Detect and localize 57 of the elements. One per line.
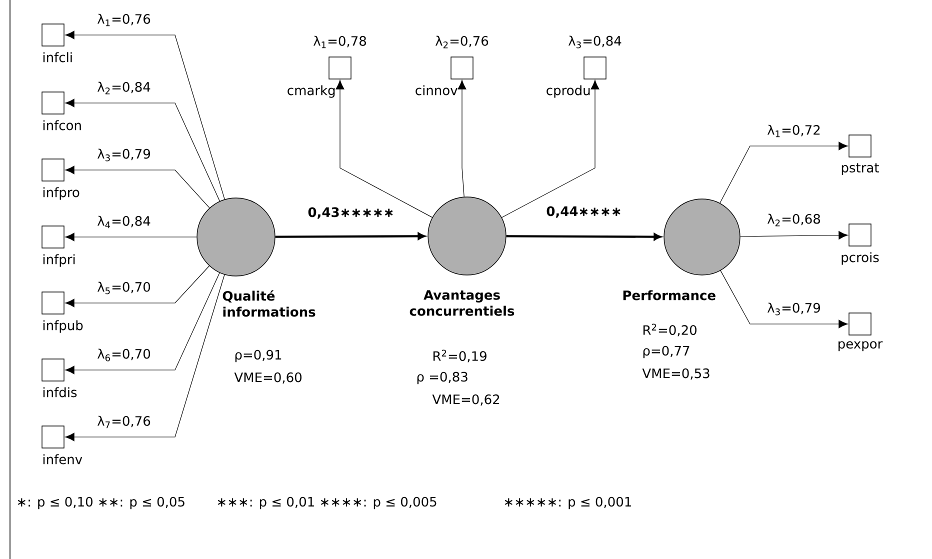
construct-name: Performance — [623, 290, 716, 300]
fit-statistic: R$^{2}$=0,20 — [643, 324, 696, 336]
edge-label: λ$_{3}$=0,79 — [766, 302, 822, 316]
construct-name: Avantages concurrentiels — [410, 290, 514, 316]
edge-label: λ$_{3}$=0,84 — [567, 34, 623, 50]
fit-statistic: VME=0,53 — [642, 368, 710, 380]
edge-label: λ$_{4}$=0,84 — [96, 214, 152, 230]
arrow — [740, 231, 848, 240]
significance-note: ∗∗∗∗∗: p ≤ 0,001 — [504, 496, 631, 510]
edge-label: λ$_{5}$=0,70 — [96, 280, 152, 296]
indicator-name: cprodu — [546, 85, 590, 98]
arrow — [65, 274, 225, 442]
arrow — [458, 80, 466, 198]
fit-statistic: VME=0,62 — [432, 394, 500, 406]
arrow — [501, 80, 600, 218]
edge-label: λ$_{3}$=0,79 — [96, 148, 152, 162]
edge-label: λ$_{1}$=0,76 — [96, 12, 152, 28]
indicator-name: infpri — [43, 254, 75, 267]
arrow — [720, 142, 848, 204]
indicator-name: cinnov — [416, 85, 458, 96]
indicator-name: infcon — [43, 120, 81, 130]
arrow — [65, 266, 210, 308]
edge-label: λ$_{6}$=0,70 — [96, 348, 152, 362]
fit-statistic: R$^{2}$=0,19 — [433, 350, 486, 362]
significance-note: ∗∗∗: p ≤ 0,01 ∗∗∗∗: p ≤ 0,005 — [218, 496, 436, 510]
arrow — [65, 166, 210, 208]
construct-name: Qualité informations — [222, 290, 316, 317]
indicator-name: pcrois — [842, 252, 879, 265]
indicator-name: infcli — [43, 52, 72, 62]
fit-statistic: ρ=0,77 — [643, 346, 690, 358]
significance-note: ∗: p ≤ 0,10 ∗∗: p ≤ 0,05 — [18, 496, 184, 510]
edge-label: λ$_{7}$=0,76 — [96, 414, 152, 430]
indicator-name: infpro — [43, 187, 80, 200]
edge-label: λ$_{2}$=0,76 — [434, 34, 490, 50]
edge-label: λ$_{2}$=0,84 — [96, 80, 152, 96]
arrow — [720, 270, 848, 328]
edge-label: 0,43∗∗∗∗∗ — [306, 206, 396, 220]
indicator-name: cmarkg — [288, 85, 335, 98]
fit-statistic: VME=0,60 — [234, 372, 302, 384]
arrow — [275, 232, 426, 240]
indicator-name: pstrat — [842, 163, 879, 176]
arrow — [506, 233, 662, 240]
arrow — [336, 80, 433, 218]
arrow — [65, 98, 220, 202]
fit-statistic: ρ =0,83 — [417, 372, 468, 384]
arrow — [65, 232, 197, 242]
indicator-name: pexpor — [838, 341, 883, 352]
fit-statistic: ρ=0,91 — [235, 350, 282, 362]
arrow — [65, 272, 220, 374]
arrow — [65, 30, 225, 200]
indicator-name: infpub — [43, 320, 83, 333]
edge-label: λ$_{2}$=0,68 — [766, 212, 822, 228]
indicator-name: infenv — [43, 454, 82, 464]
edge-label: 0,44∗∗∗∗ — [545, 205, 623, 219]
edge-label: λ$_{1}$=0,78 — [312, 34, 368, 50]
indicator-name: infdis — [43, 387, 77, 398]
edge-label: λ$_{1}$=0,72 — [766, 124, 822, 138]
